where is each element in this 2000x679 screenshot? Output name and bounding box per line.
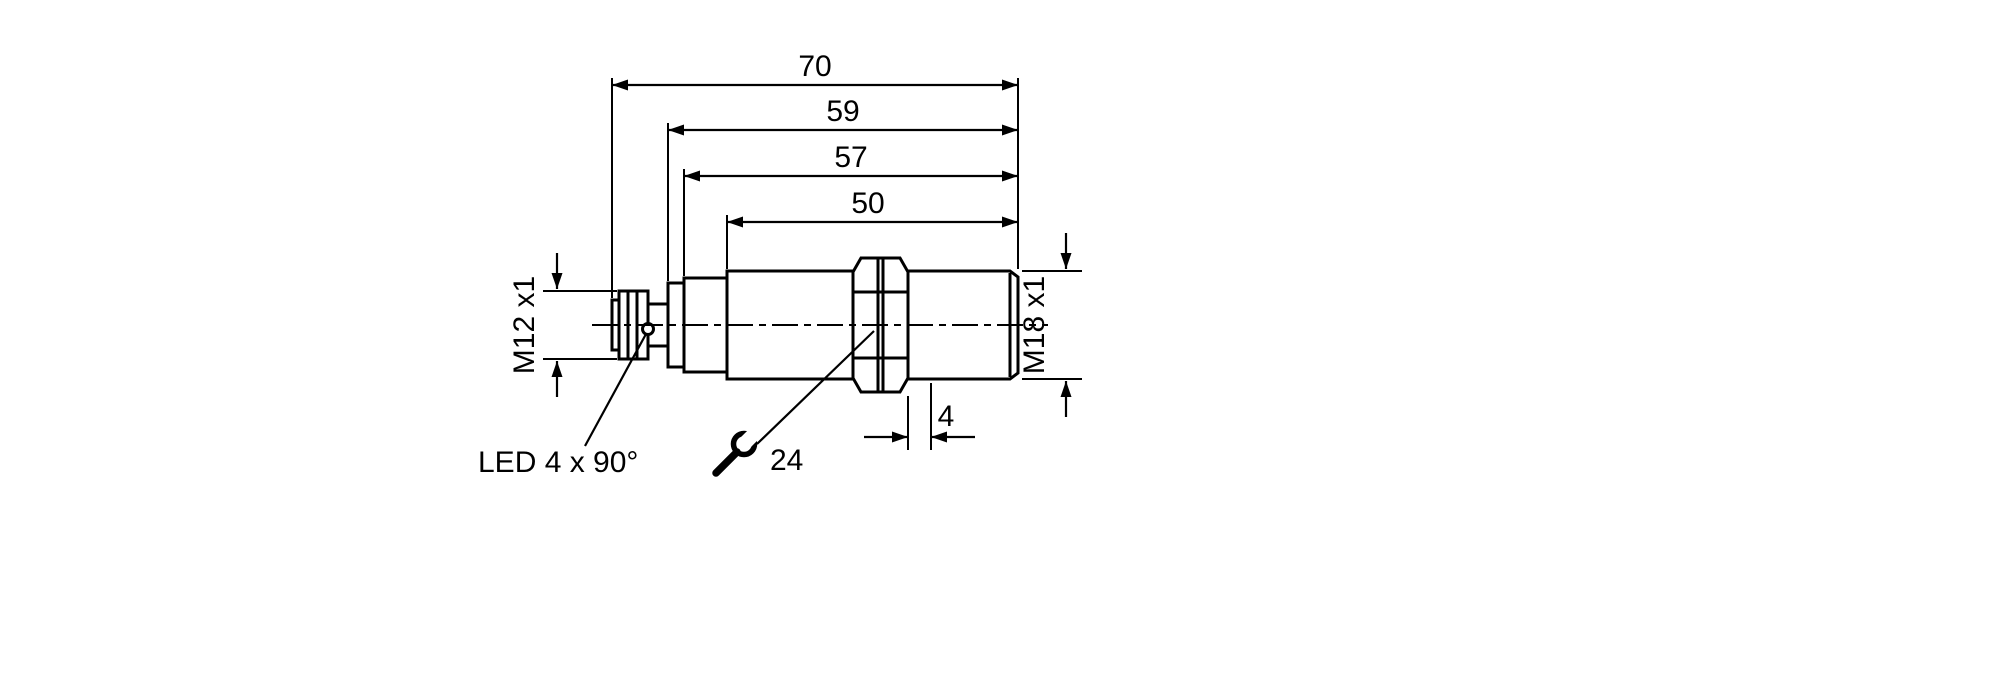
dimension-m12: M12 x1 <box>508 253 563 397</box>
dim-50-label: 50 <box>851 187 884 220</box>
dimension-70: 70 <box>612 50 1018 91</box>
wrench-leader-line <box>756 330 875 445</box>
dim-59-label: 59 <box>826 95 859 128</box>
dim-70-label: 70 <box>798 50 831 83</box>
wrench-annotation: 24 <box>712 330 875 477</box>
wrench-handle <box>712 448 741 477</box>
led-annotation: LED 4 x 90° <box>478 333 647 479</box>
wrench-size-label: 24 <box>770 444 803 477</box>
dim-4-label: 4 <box>938 400 955 433</box>
led-leader-line <box>584 333 647 447</box>
dimension-57: 57 <box>684 141 1018 182</box>
dimension-59: 59 <box>668 95 1018 136</box>
led-indicator <box>641 322 655 336</box>
dimension-m18: M18 x1 <box>1018 233 1072 417</box>
dim-57-label: 57 <box>834 141 867 174</box>
extension-lines <box>543 78 1082 450</box>
wrench-jaw-opening <box>739 419 769 449</box>
led-label: LED 4 x 90° <box>478 446 638 479</box>
dimension-50: 50 <box>727 187 1018 228</box>
wrench-icon <box>730 430 758 458</box>
m12-thread-label: M12 x1 <box>508 276 541 374</box>
dimension-4: 4 <box>864 400 975 443</box>
m18-thread-label: M18 x1 <box>1018 276 1051 374</box>
